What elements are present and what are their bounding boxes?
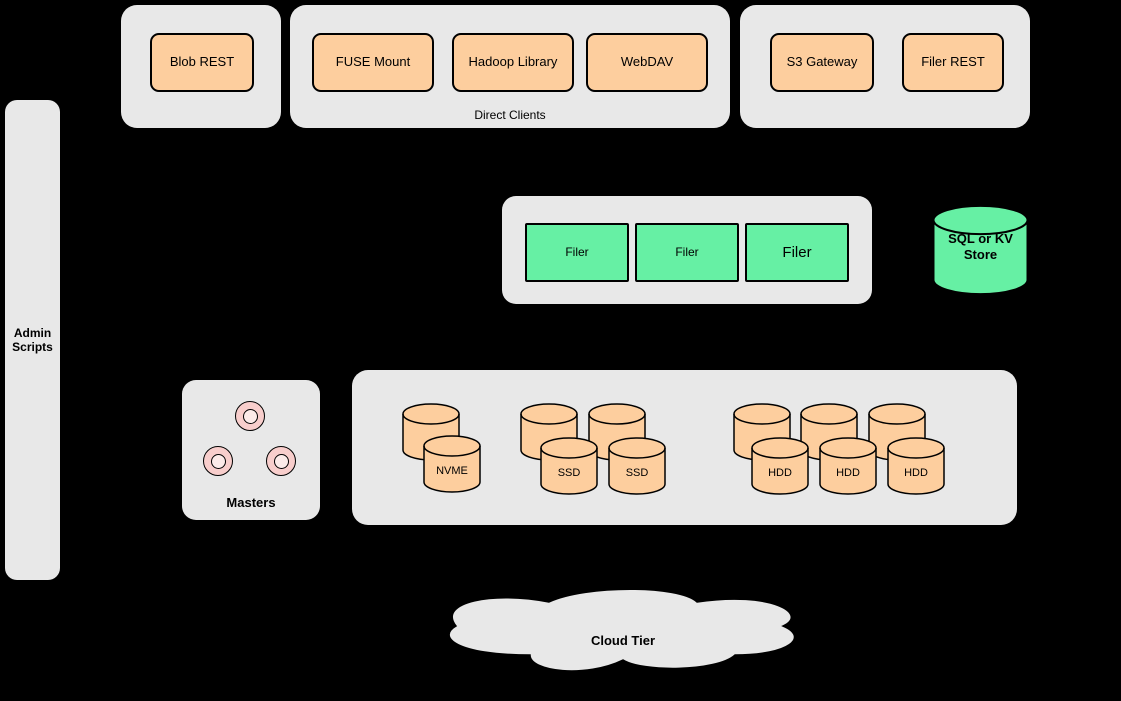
sql-kv-store-cylinder: SQL or KV Store [932, 204, 1029, 296]
master-node-inner-icon [210, 453, 226, 469]
ssd-label: SSD [557, 467, 581, 479]
filer-label: Filer [782, 243, 812, 261]
disk-cylinder-icon [423, 435, 481, 493]
disk-cylinder-icon [751, 437, 809, 495]
disk-cylinder-icon [819, 437, 877, 495]
master-node-icon [235, 401, 265, 431]
hadoop-library-node: Hadoop Library [452, 33, 574, 92]
filer-rest-node: Filer REST [902, 33, 1004, 92]
masters-label: Masters [226, 495, 276, 510]
hdd-label: HDD [836, 467, 860, 479]
fuse-mount-node: FUSE Mount [312, 33, 434, 92]
hdd-label: HDD [768, 467, 792, 479]
admin-scripts-panel: Admin Scripts [5, 100, 60, 580]
filer-label: Filer [565, 244, 589, 259]
filer-label: Filer [675, 244, 699, 259]
cloud-tier-label: Cloud Tier [590, 633, 656, 648]
nvme-label: NVME [436, 465, 468, 477]
s3-gateway-label: S3 Gateway [786, 54, 858, 70]
master-node-icon [266, 446, 296, 476]
gateways-panel: S3 Gateway Filer REST [740, 5, 1030, 128]
webdav-label: WebDAV [620, 54, 674, 70]
direct-clients-panel: FUSE Mount Hadoop Library WebDAV Direct … [290, 5, 730, 128]
ssd-disk-cylinder: SSD [608, 437, 666, 495]
cloud-tier-node: Cloud Tier [437, 585, 809, 701]
masters-panel: Masters [182, 380, 320, 520]
hdd-label: HDD [904, 467, 928, 479]
hdd-disk-cylinder: HDD [887, 437, 945, 495]
blob-rest-label: Blob REST [169, 54, 235, 70]
direct-clients-caption: Direct Clients [474, 108, 546, 122]
master-node-inner-icon [273, 453, 289, 469]
master-node-icon [203, 446, 233, 476]
nvme-disk-cylinder: NVME [423, 435, 481, 493]
webdav-node: WebDAV [586, 33, 708, 92]
ssd-label: SSD [625, 467, 649, 479]
disk-cylinder-icon [608, 437, 666, 495]
hadoop-library-label: Hadoop Library [468, 54, 558, 70]
volume-servers-panel: NVME SSD SSD [352, 370, 1017, 525]
disk-cylinder-icon [540, 437, 598, 495]
blob-group-panel: Blob REST [121, 5, 281, 128]
database-cylinder-icon [932, 204, 1029, 296]
fuse-mount-label: FUSE Mount [335, 54, 411, 70]
sql-kv-store-label: SQL or KV Store [948, 231, 1013, 263]
cloud-icon [448, 588, 796, 672]
hdd-disk-cylinder: HDD [819, 437, 877, 495]
filer-node: Filer [525, 223, 629, 282]
filers-panel: Filer Filer Filer [502, 196, 872, 304]
blob-rest-node: Blob REST [150, 33, 254, 92]
filer-rest-label: Filer REST [921, 54, 985, 70]
admin-scripts-label: Admin Scripts [12, 325, 53, 354]
ssd-disk-cylinder: SSD [540, 437, 598, 495]
filer-node: Filer [745, 223, 849, 282]
disk-cylinder-icon [887, 437, 945, 495]
s3-gateway-node: S3 Gateway [770, 33, 874, 92]
master-node-inner-icon [242, 408, 258, 424]
hdd-disk-cylinder: HDD [751, 437, 809, 495]
filer-node: Filer [635, 223, 739, 282]
